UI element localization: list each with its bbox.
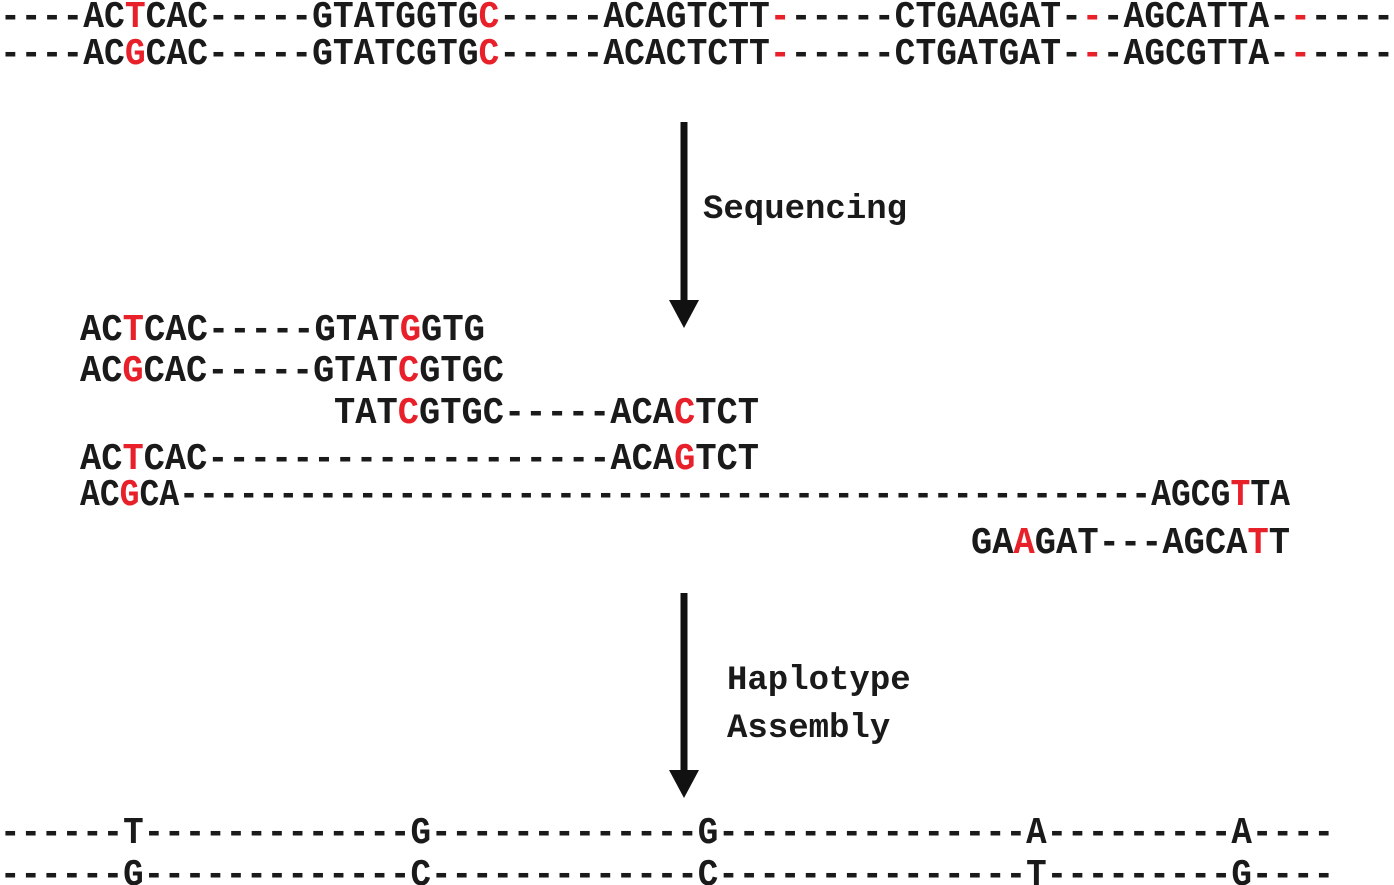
step-label-haplotype: Haplotype xyxy=(727,662,911,700)
snp-base: G xyxy=(122,350,143,393)
snp-base: G xyxy=(125,33,146,76)
read-1: ACTCAC-----GTATGGTG xyxy=(80,309,485,352)
snp-base: T xyxy=(1247,522,1268,565)
haplotype-1: ----ACTCAC-----GTATGGTGC-----ACAGTCTT---… xyxy=(0,0,1394,39)
assembled-haplotype-1: ------T-------------G-------------G-----… xyxy=(0,812,1334,855)
step-label-assembly: Assembly xyxy=(727,710,890,748)
snp-base: T xyxy=(1230,474,1250,517)
snp-base: - xyxy=(770,33,791,76)
sequencing-reads: ACTCAC-----GTATGGTG ACGCAC-----GTATCGTGC… xyxy=(80,309,1290,565)
arrow-down-icon xyxy=(669,770,699,798)
read-4: ACTCAC-------------------ACAGTCT xyxy=(80,438,759,481)
arrow-down-icon xyxy=(669,300,699,328)
snp-base: C xyxy=(479,33,500,76)
snp-base: T xyxy=(123,309,144,352)
snp-base: T xyxy=(125,0,146,39)
snp-base: C xyxy=(398,350,419,393)
snp-base: G xyxy=(674,438,695,481)
snp-base: C xyxy=(398,392,419,435)
read-6: GAAGAT---AGCATT xyxy=(971,522,1290,565)
read-2: ACGCAC-----GTATCGTGC xyxy=(80,350,504,393)
snp-base: - xyxy=(1082,0,1103,39)
assembly-arrow: Haplotype Assembly xyxy=(669,593,911,798)
assembled-haplotypes: ------T-------------G-------------G-----… xyxy=(0,812,1334,885)
snp-base: A xyxy=(1014,522,1035,565)
original-haplotypes: ----ACTCAC-----GTATGGTGC-----ACAGTCTT---… xyxy=(0,0,1394,76)
snp-base: - xyxy=(1290,0,1311,39)
snp-base: C xyxy=(479,0,500,39)
step-label-sequencing: Sequencing xyxy=(703,191,907,229)
read-5: ACGCA-----------------------------------… xyxy=(80,474,1290,517)
sequencing-arrow: Sequencing xyxy=(669,122,907,328)
snp-base: G xyxy=(400,309,421,352)
haplotype-2: ----ACGCAC-----GTATCGTGC-----ACACTCTT---… xyxy=(0,33,1394,76)
snp-base: C xyxy=(674,392,695,435)
assembled-haplotype-2: ------G-------------C-------------C-----… xyxy=(0,854,1334,885)
snp-base: - xyxy=(1082,33,1103,76)
snp-base: G xyxy=(120,474,140,517)
snp-base: - xyxy=(770,0,791,39)
snp-base: - xyxy=(1290,33,1311,76)
read-3: TATCGTGC-----ACACTCT xyxy=(334,392,759,435)
snp-base: T xyxy=(122,438,143,481)
